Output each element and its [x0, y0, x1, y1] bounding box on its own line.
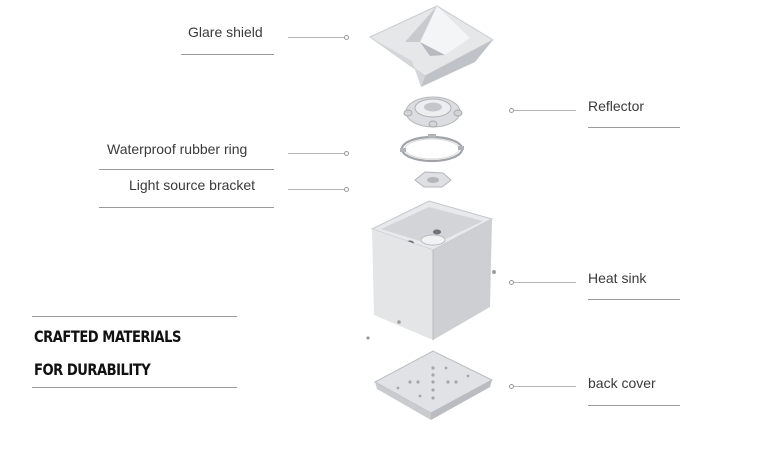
- headline-top-rule: [32, 316, 237, 317]
- label-back-cover: back cover: [588, 375, 656, 391]
- anchor-heat-sink: [509, 280, 514, 285]
- label-heat-sink: Heat sink: [588, 270, 647, 286]
- label-light-bracket: Light source bracket: [129, 177, 256, 193]
- leader-back-cover: [514, 386, 576, 387]
- anchor-light-bracket: [344, 187, 349, 192]
- anchor-reflector: [509, 108, 514, 113]
- leader-waterproof-ring: [288, 153, 344, 154]
- underline-waterproof-ring: [99, 169, 274, 170]
- glare-shield-part: [369, 5, 495, 87]
- leader-heat-sink: [514, 282, 576, 283]
- anchor-glare-shield: [344, 35, 349, 40]
- label-reflector: Reflector: [588, 98, 645, 114]
- headline-line-1: CRAFTED MATERIALS: [34, 327, 181, 346]
- bracket-part: [414, 171, 452, 188]
- underline-heat-sink: [588, 299, 680, 300]
- headline-line-2: FOR DURABILITY: [34, 360, 151, 379]
- underline-back-cover: [588, 405, 680, 406]
- anchor-back-cover: [509, 384, 514, 389]
- leader-light-bracket: [288, 189, 344, 190]
- underline-glare-shield: [181, 54, 274, 55]
- headline-bottom-rule: [32, 387, 237, 388]
- reflector-part: [403, 96, 463, 128]
- rubber-ring-part: [400, 134, 464, 163]
- label-glare-shield: Glare shield: [188, 24, 263, 40]
- back-cover-part: [373, 350, 494, 420]
- heat-sink-part: [366, 200, 496, 340]
- leader-reflector: [514, 110, 576, 111]
- underline-light-bracket: [99, 207, 274, 208]
- leader-glare-shield: [288, 37, 344, 38]
- underline-reflector: [588, 127, 680, 128]
- anchor-waterproof-ring: [344, 151, 349, 156]
- label-waterproof-ring: Waterproof rubber ring: [107, 141, 248, 157]
